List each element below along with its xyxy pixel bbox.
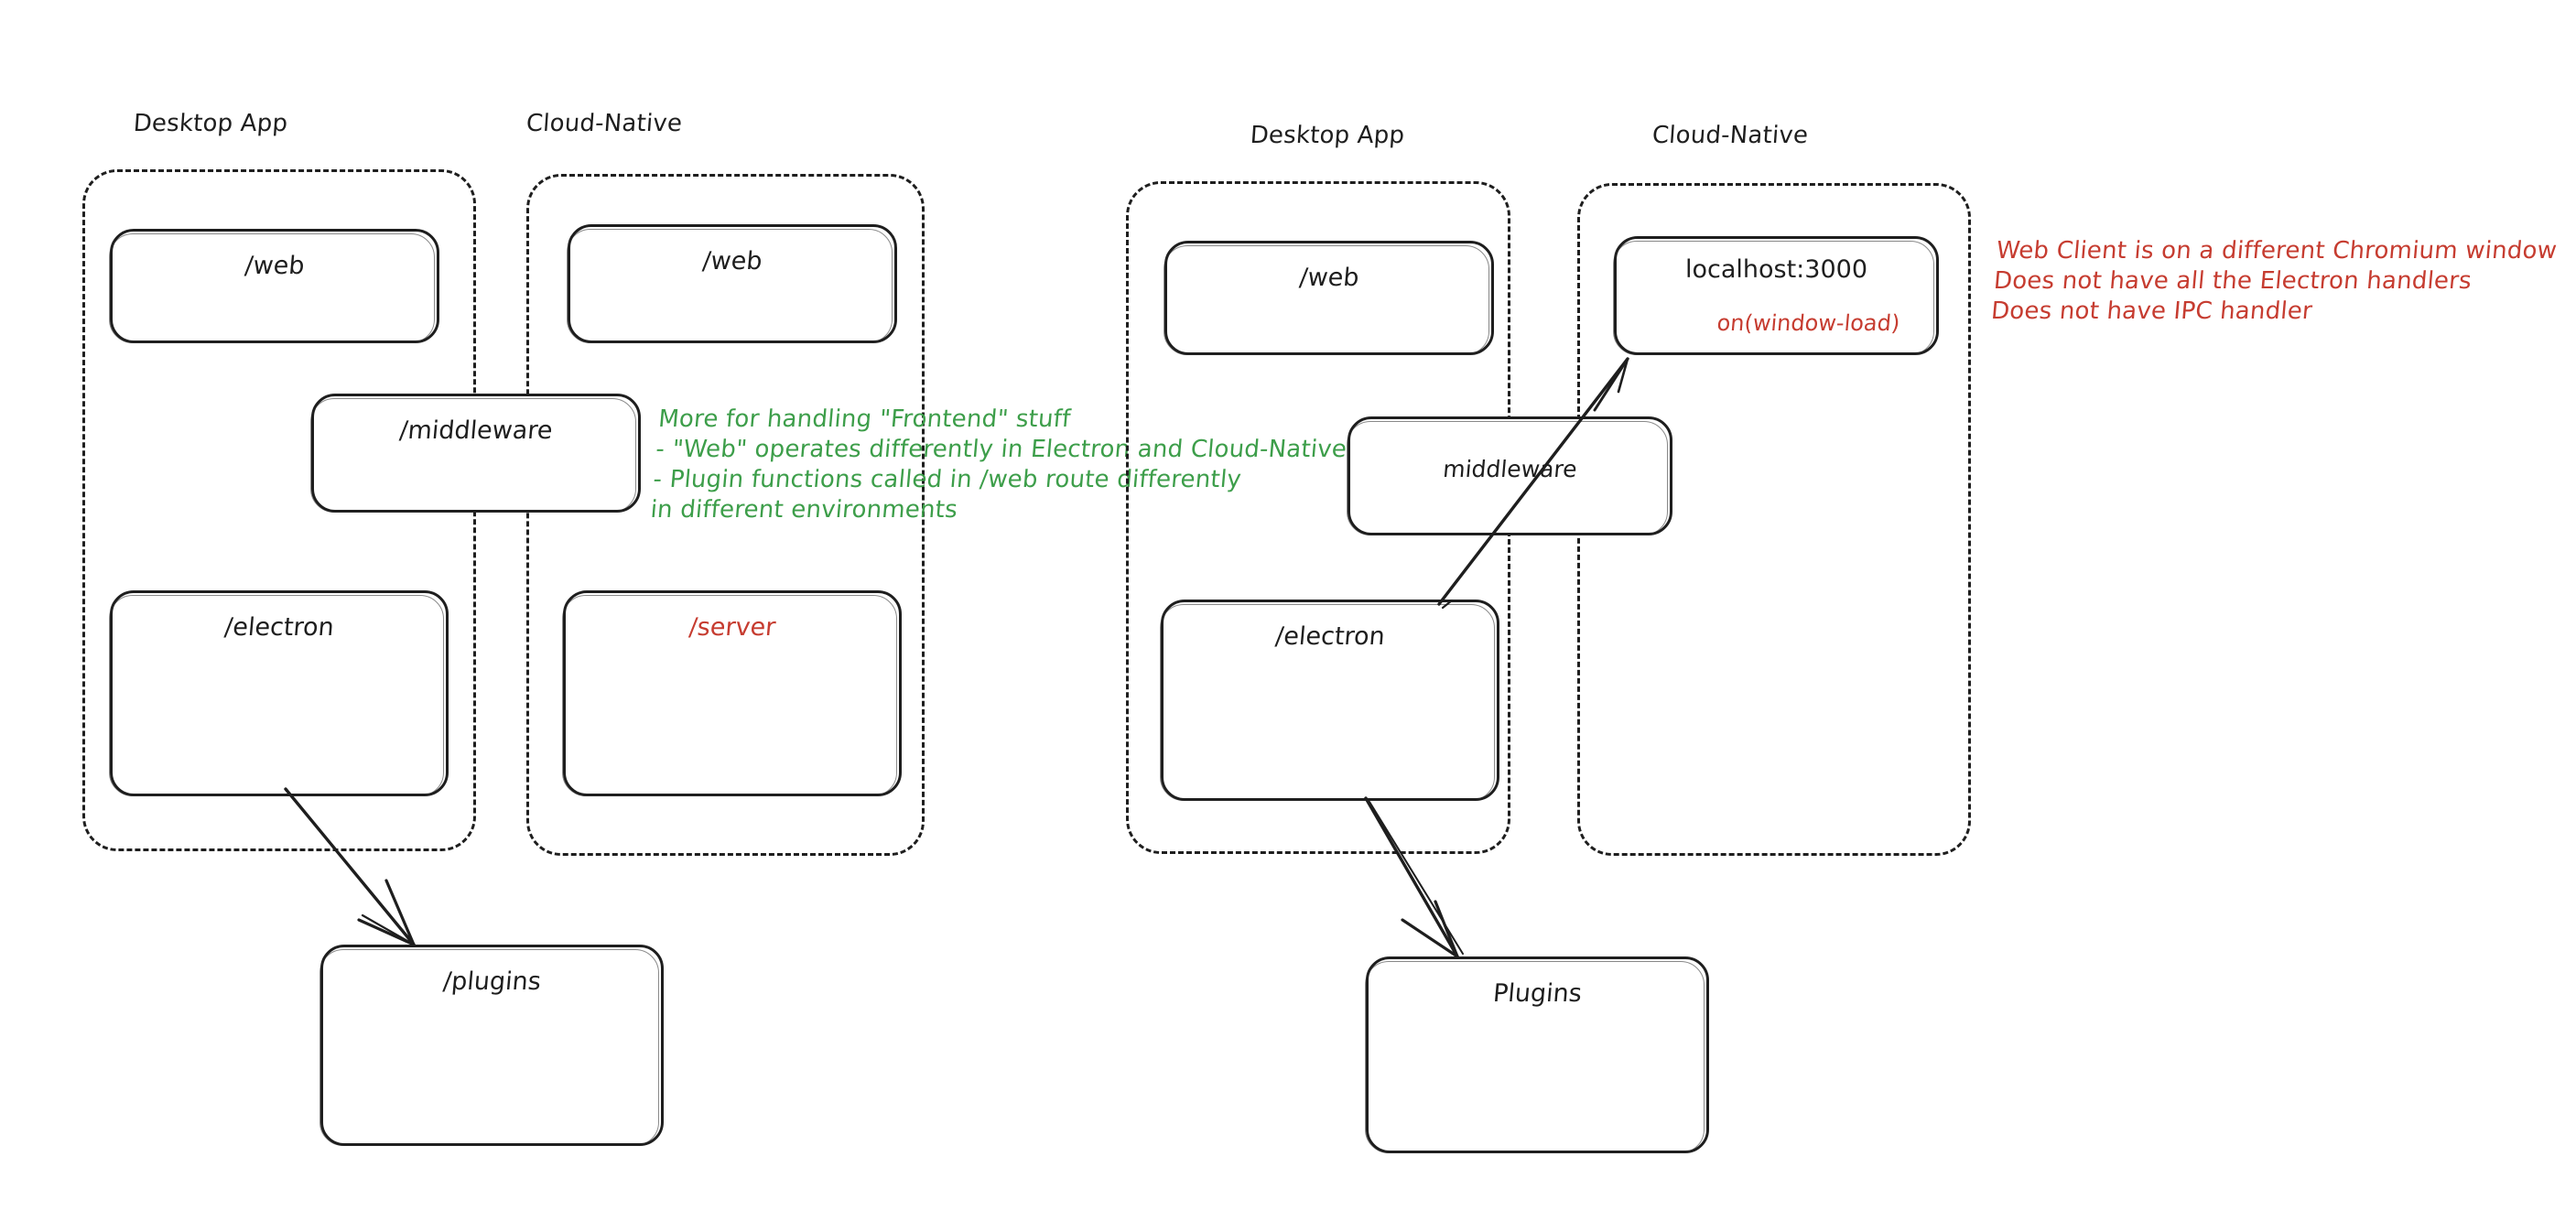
- node-label-electron-right: /electron: [1273, 622, 1387, 651]
- node-desktop-web-left[interactable]: /web: [109, 229, 439, 343]
- node-label-plugins-right: Plugins: [1491, 979, 1584, 1008]
- node-label-localhost-right: localhost:3000: [1684, 255, 1867, 284]
- group-title-cloud-native-right: Cloud-Native: [1651, 122, 1810, 149]
- node-label-cloud-web-left: /web: [701, 247, 763, 276]
- group-title-cloud-native-left: Cloud-Native: [525, 110, 684, 137]
- node-label-electron-left: /electron: [222, 613, 336, 642]
- group-title-desktop-app-right: Desktop App: [1249, 122, 1406, 149]
- node-localhost-right[interactable]: localhost:3000 on(window-load): [1613, 236, 1939, 355]
- node-middleware-left[interactable]: /middleware: [310, 394, 641, 513]
- node-middleware-right[interactable]: middleware: [1347, 416, 1672, 535]
- node-label-server-left: /server: [687, 613, 777, 642]
- node-cloud-web-left[interactable]: /web: [567, 224, 897, 343]
- node-label-plugins-left: /plugins: [441, 967, 543, 996]
- node-label-middleware-left: /middleware: [398, 416, 554, 445]
- node-sublabel-on-window-load: on(window-load): [1716, 310, 1901, 336]
- node-server-left[interactable]: /server: [562, 590, 902, 796]
- node-label-desktop-web-left: /web: [244, 252, 306, 280]
- node-plugins-left[interactable]: /plugins: [319, 945, 664, 1146]
- node-desktop-web-right[interactable]: /web: [1164, 241, 1494, 355]
- node-electron-left[interactable]: /electron: [109, 590, 449, 796]
- node-plugins-right[interactable]: Plugins: [1365, 956, 1709, 1153]
- group-box-cloud-native-left: [526, 174, 925, 856]
- node-label-desktop-web-right: /web: [1298, 264, 1360, 292]
- note-red-web-client: Web Client is on a different Chromium wi…: [1989, 237, 2559, 325]
- group-title-desktop-app-left: Desktop App: [132, 110, 289, 137]
- node-electron-right[interactable]: /electron: [1160, 600, 1499, 801]
- node-label-middleware-right: middleware: [1442, 456, 1578, 482]
